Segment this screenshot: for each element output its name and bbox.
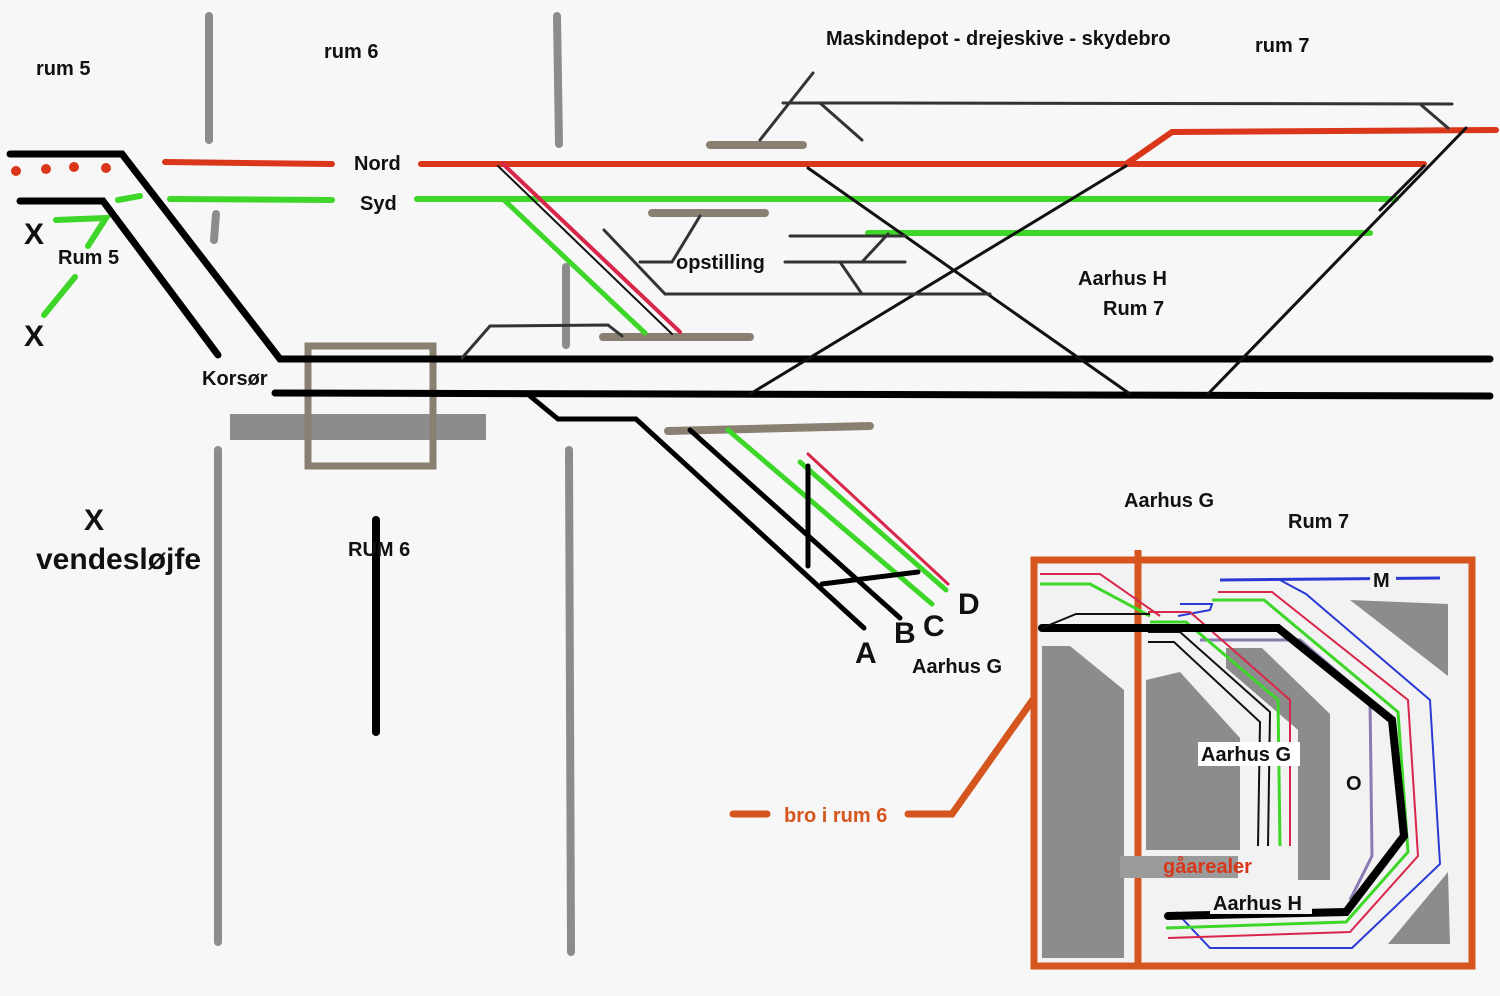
maskindepot-tracks bbox=[758, 71, 1454, 142]
syd-line bbox=[41, 193, 1399, 318]
label-maskindepot: Maskindepot - drejeskive - skydebro bbox=[826, 28, 1171, 50]
label-rum7-top: rum 7 bbox=[1255, 35, 1309, 57]
label-inset-o: O bbox=[1346, 773, 1362, 795]
label-aarhus-h: Aarhus H bbox=[1078, 268, 1167, 290]
bridge-frame bbox=[304, 342, 437, 470]
label-rum6-top: rum 6 bbox=[324, 41, 378, 63]
nord-line bbox=[162, 127, 1499, 167]
room-walls bbox=[205, 12, 575, 956]
upper-branch bbox=[497, 162, 682, 336]
rum5-red-dots bbox=[11, 162, 111, 176]
platforms bbox=[599, 141, 874, 435]
main-track bbox=[6, 150, 1494, 400]
label-inset-aarhus-h: Aarhus H bbox=[1213, 893, 1302, 915]
label-bro-i-rum6: bro i rum 6 bbox=[784, 805, 887, 827]
bro-connector bbox=[729, 646, 1072, 818]
label-rum7-right: Rum 7 bbox=[1288, 511, 1349, 533]
aarhus-g-fan bbox=[527, 393, 950, 631]
label-track-c: C bbox=[923, 610, 945, 643]
label-rum5-mid: Rum 5 bbox=[58, 247, 119, 269]
opstilling-tracks bbox=[460, 214, 992, 360]
label-rum5-top: rum 5 bbox=[36, 58, 90, 80]
bridge-slab bbox=[230, 414, 486, 440]
label-rum7-mid: Rum 7 bbox=[1103, 298, 1164, 320]
label-track-d: D bbox=[958, 588, 980, 621]
label-syd: Syd bbox=[360, 193, 397, 215]
label-inset-m: M bbox=[1373, 570, 1390, 592]
crossover-tracks bbox=[748, 126, 1468, 396]
label-aarhus-g-top: Aarhus G bbox=[1124, 490, 1214, 512]
label-aarhus-g-tracks: Aarhus G bbox=[912, 656, 1002, 678]
label-inset-aarhus-g: Aarhus G bbox=[1201, 744, 1291, 766]
label-track-b: B bbox=[894, 617, 916, 650]
label-x1: X bbox=[24, 218, 44, 251]
label-nord: Nord bbox=[354, 153, 401, 175]
labels: rum 5 rum 6 Maskindepot - drejeskive - s… bbox=[24, 28, 1396, 915]
label-opstilling: opstilling bbox=[676, 252, 765, 274]
label-rum6-bottom: RUM 6 bbox=[348, 539, 410, 561]
label-korsor: Korsør bbox=[202, 368, 268, 390]
label-x3: X bbox=[84, 504, 104, 537]
label-track-a: A bbox=[855, 637, 877, 670]
label-vendesloejfe: vendesløjfe bbox=[36, 543, 201, 576]
label-inset-gaarealer: gåarealer bbox=[1163, 855, 1252, 878]
label-x2: X bbox=[24, 320, 44, 353]
